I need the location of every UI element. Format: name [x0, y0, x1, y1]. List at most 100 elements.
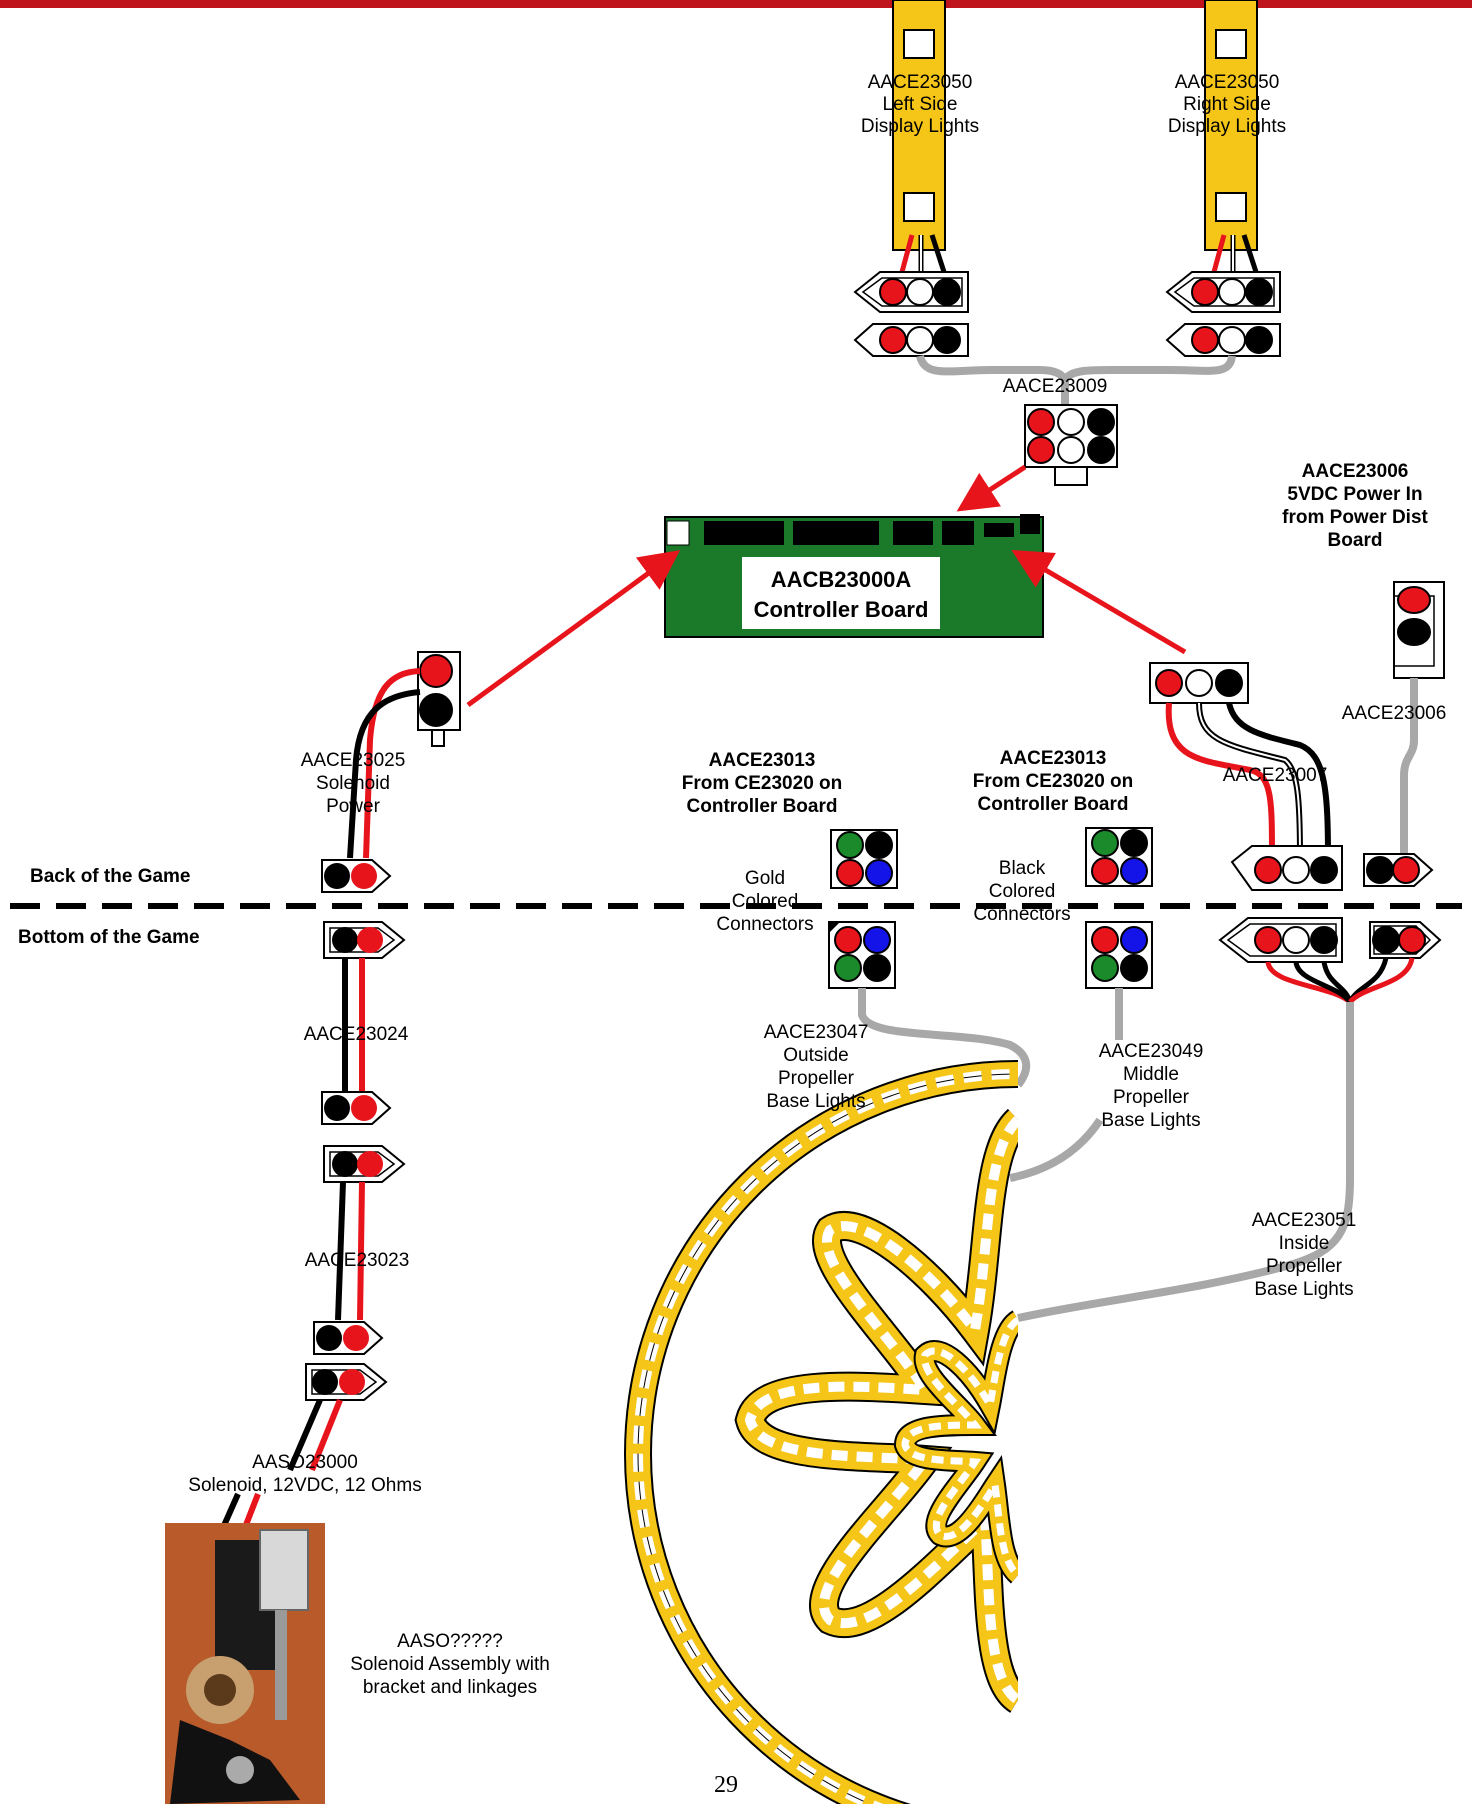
solenoid-line1: AASO23000 [252, 1452, 358, 1473]
cable-23007-connector [1149, 662, 1249, 704]
power-in-line1: AACE23006 [1302, 461, 1409, 482]
black-connectors-line2: Colored [989, 881, 1056, 902]
middle-lights-line1: AACE23049 [1099, 1041, 1204, 1062]
bottom-solenoid-connector-2 [321, 1091, 392, 1125]
solenoid-line2: Solenoid, 12VDC, 12 Ohms [188, 1475, 421, 1496]
label-bottom-of-game: Bottom of the Game [18, 927, 200, 948]
power-in-connector [1393, 581, 1445, 679]
gold-source-line2: From CE23020 on [682, 773, 843, 794]
label-cable-23006: AACE23006 [1342, 703, 1447, 724]
solenoid-assembly-line3: bracket and linkages [363, 1677, 537, 1698]
black-source-line3: Controller Board [978, 794, 1129, 815]
bottom-23051-connector [1218, 917, 1343, 963]
middle-lights-line3: Propeller [1113, 1087, 1190, 1108]
board-title-line2: Controller Board [754, 597, 929, 622]
label-harness-23009: AACE23009 [1003, 376, 1108, 397]
solenoid-power-line3: Power [326, 796, 381, 817]
gold-source-line3: Controller Board [687, 796, 838, 817]
gold-source-connector [830, 829, 898, 889]
gold-connectors-line1: Gold [745, 868, 785, 889]
cable-23051 [1017, 1002, 1354, 1322]
middle-lights-line4: Base Lights [1101, 1110, 1200, 1131]
label-cable-23023: AACE23023 [305, 1250, 410, 1271]
right-display-strip [1204, 0, 1258, 251]
gold-connectors-line3: Connectors [716, 914, 813, 935]
back-power-connector [1363, 853, 1434, 887]
power-in-cable [1400, 678, 1418, 858]
power-in-line3: from Power Dist [1282, 507, 1428, 528]
label-black-connectors: Black Colored Connectors [973, 858, 1070, 925]
left-strip-connector-female [853, 271, 969, 313]
cable-23024-wires [342, 958, 365, 1092]
cable-23047 [858, 988, 1031, 1088]
outside-lights-line1: AACE23047 [764, 1022, 869, 1043]
gold-source-line1: AACE23013 [709, 750, 816, 771]
cable-23049 [1009, 988, 1123, 1182]
arrow-23025-to-board [466, 550, 681, 708]
harness-23009-connector [1024, 404, 1118, 486]
solenoid-power-wires [347, 668, 421, 859]
back-solenoid-connector [321, 859, 392, 893]
black-source-line1: AACE23013 [1000, 748, 1107, 769]
inside-lights-line4: Base Lights [1254, 1279, 1353, 1300]
right-strip-wires [1211, 234, 1259, 273]
left-strip-connector-male [853, 323, 969, 357]
left-strip-wires [899, 234, 947, 273]
power-in-line2: 5VDC Power In [1287, 484, 1422, 505]
controller-board: AACB23000A Controller Board [664, 514, 1044, 638]
black-source-line2: From CE23020 on [973, 771, 1134, 792]
label-solenoid: AASO23000 Solenoid, 12VDC, 12 Ohms [188, 1452, 421, 1496]
label-black-source: AACE23013 From CE23020 on Controller Boa… [973, 748, 1134, 815]
right-strip-connector-male [1165, 323, 1281, 357]
inside-lights-line3: Propeller [1266, 1256, 1343, 1277]
outside-lights-line3: Propeller [778, 1068, 855, 1089]
black-connectors-line1: Black [999, 858, 1046, 879]
cable-23023-wires [335, 1181, 365, 1321]
board-title-line1: AACB23000A [771, 567, 912, 592]
black-connector-bottom [1085, 921, 1153, 989]
label-power-in: AACE23006 5VDC Power In from Power Dist … [1282, 461, 1428, 551]
outside-lights-line2: Outside [783, 1045, 848, 1066]
label-back-of-game: Back of the Game [30, 866, 191, 887]
bottom-solenoid-connector-3 [323, 1145, 406, 1183]
right-display-line3: Display Lights [1168, 116, 1286, 137]
left-display-line3: Display Lights [861, 116, 979, 137]
label-outside-lights: AACE23047 Outside Propeller Base Lights [764, 1022, 869, 1112]
label-right-display: AACE23050 Right Side Display Lights [1168, 72, 1286, 137]
right-display-line2: Right Side [1183, 94, 1271, 115]
label-solenoid-power: AACE23025 Solenoid Power [301, 750, 406, 817]
outside-lights-line4: Base Lights [766, 1091, 865, 1112]
left-display-line2: Left Side [883, 94, 958, 115]
page-number: 29 [714, 1772, 738, 1798]
solenoid-assembly-line1: AASO????? [397, 1631, 503, 1652]
solenoid-power-line1: AACE23025 [301, 750, 406, 771]
left-display-strip [892, 0, 946, 251]
harness-23009-cable [916, 354, 1236, 405]
label-cable-23007: AACE23007 [1223, 765, 1328, 786]
gold-connector-bottom [828, 921, 896, 989]
label-left-display: AACE23050 Left Side Display Lights [861, 72, 979, 137]
right-display-line1: AACE23050 [1175, 72, 1280, 93]
bottom-solenoid-connector-5 [305, 1363, 388, 1401]
label-gold-connectors: Gold Colored Connectors [716, 868, 813, 935]
label-inside-lights: AACE23051 Inside Propeller Base Lights [1252, 1210, 1357, 1300]
inside-lights-line1: AACE23051 [1252, 1210, 1357, 1231]
label-middle-lights: AACE23049 Middle Propeller Base Lights [1099, 1041, 1204, 1131]
bottom-solenoid-connector-1 [323, 921, 406, 959]
board-headers [666, 520, 1014, 546]
black-connectors-line3: Connectors [973, 904, 1070, 925]
label-cable-23024: AACE23024 [304, 1024, 409, 1045]
label-solenoid-assembly: AASO????? Solenoid Assembly with bracket… [350, 1631, 550, 1698]
cable-23007-wires [1165, 702, 1331, 859]
propeller-base-lights [624, 1060, 1018, 1804]
top-rule [0, 0, 1472, 8]
solenoid-power-line2: Solenoid [316, 773, 390, 794]
bottom-power-connector [1369, 921, 1442, 959]
left-display-line1: AACE23050 [868, 72, 973, 93]
cable-23051-merge [1265, 957, 1415, 1005]
arrow-23007-to-board [1011, 549, 1187, 655]
right-strip-connector-female [1165, 271, 1281, 313]
bottom-solenoid-connector-4 [313, 1321, 384, 1355]
black-source-connector [1085, 827, 1153, 887]
